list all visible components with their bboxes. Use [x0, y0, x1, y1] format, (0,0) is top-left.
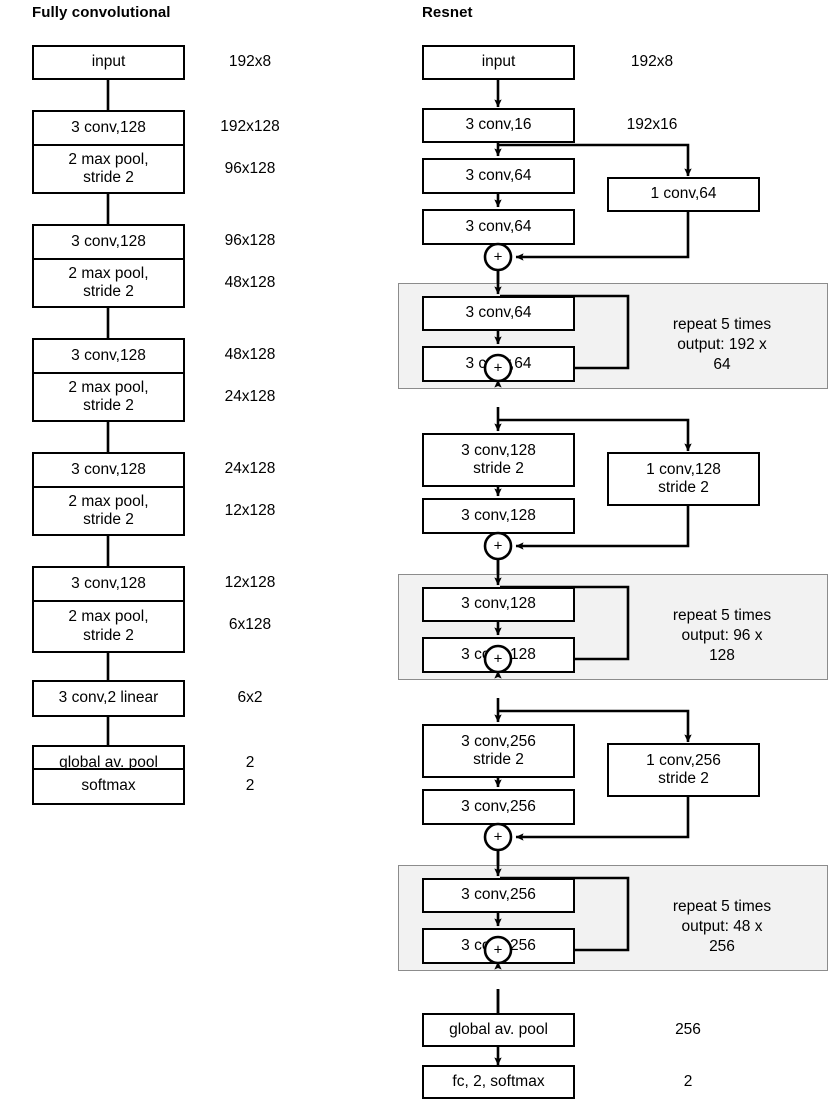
dim-fc-pool3: 24x128	[224, 388, 276, 405]
dim-fc-pool5: 6x128	[228, 616, 272, 633]
node-rn-conv128[interactable]: 3 conv,128	[422, 498, 575, 534]
node-rn-gap[interactable]: global av. pool	[422, 1013, 575, 1047]
dim-fc-conv3: 48x128	[224, 346, 276, 363]
node-rn-conv256-stride2[interactable]: 3 conv,256 stride 2	[422, 724, 575, 778]
node-rn-skip-conv64[interactable]: 1 conv,64	[607, 177, 760, 212]
node-fc-pool3[interactable]: 2 max pool, stride 2	[32, 373, 185, 422]
dim-fc-conv1: 192x128	[220, 118, 280, 135]
node-rn-conv64b[interactable]: 3 conv,64	[422, 209, 575, 245]
node-fc-conv5[interactable]: 3 conv,128	[32, 566, 185, 601]
node-rn-repeat1-conv1[interactable]: 3 conv,64	[422, 296, 575, 331]
dim-rn-gap: 256	[675, 1021, 701, 1038]
node-rn-repeat3-conv2[interactable]: 3 conv,256	[422, 928, 575, 964]
column-title-resnet: Resnet	[422, 4, 473, 21]
node-rn-skip-conv128[interactable]: 1 conv,128 stride 2	[607, 452, 760, 506]
column-title-fully-convolutional: Fully convolutional	[32, 4, 171, 21]
node-rn-repeat2-conv2[interactable]: 3 conv,128	[422, 637, 575, 673]
node-rn-conv256[interactable]: 3 conv,256	[422, 789, 575, 825]
dim-fc-softmax: 2	[245, 777, 255, 794]
repeat-block-3-note: repeat 5 times output: 48 x 256	[672, 898, 772, 955]
node-rn-repeat3-conv1[interactable]: 3 conv,256	[422, 878, 575, 913]
node-rn-input[interactable]: input	[422, 45, 575, 80]
node-fc-pool5[interactable]: 2 max pool, stride 2	[32, 601, 185, 653]
dim-fc-conv4: 24x128	[224, 460, 276, 477]
node-fc-conv2[interactable]: 3 conv,128	[32, 224, 185, 259]
repeat-block-1-note: repeat 5 times output: 192 x 64	[672, 316, 772, 373]
dim-fc-conv2: 96x128	[224, 232, 276, 249]
node-rn-conv64a[interactable]: 3 conv,64	[422, 158, 575, 194]
node-fc-pool2[interactable]: 2 max pool, stride 2	[32, 259, 185, 308]
node-fc-conv3[interactable]: 3 conv,128	[32, 338, 185, 373]
node-rn-repeat2-conv1[interactable]: 3 conv,128	[422, 587, 575, 622]
dim-fc-pool2: 48x128	[224, 274, 276, 291]
node-rn-skip-conv256[interactable]: 1 conv,256 stride 2	[607, 743, 760, 797]
dim-fc-conv5: 12x128	[224, 574, 276, 591]
dim-rn-conv16: 192x16	[626, 116, 678, 133]
dim-fc-gap: 2	[245, 754, 255, 771]
dim-fc-pool4: 12x128	[224, 502, 276, 519]
node-fc-conv1[interactable]: 3 conv,128	[32, 110, 185, 145]
node-rn-fc-softmax[interactable]: fc, 2, softmax	[422, 1065, 575, 1099]
dim-fc-input: 192x8	[228, 53, 272, 70]
node-fc-softmax[interactable]: softmax	[32, 768, 185, 805]
node-fc-pool1[interactable]: 2 max pool, stride 2	[32, 145, 185, 194]
repeat-block-2-note: repeat 5 times output: 96 x 128	[672, 607, 772, 664]
node-rn-conv128-stride2[interactable]: 3 conv,128 stride 2	[422, 433, 575, 487]
dim-rn-fc: 2	[683, 1073, 693, 1090]
node-fc-conv4[interactable]: 3 conv,128	[32, 452, 185, 487]
node-fc-pool4[interactable]: 2 max pool, stride 2	[32, 487, 185, 536]
node-fc-conv6[interactable]: 3 conv,2 linear	[32, 680, 185, 717]
node-rn-conv16[interactable]: 3 conv,16	[422, 108, 575, 143]
dim-fc-conv6: 6x2	[237, 689, 263, 706]
dim-fc-pool1: 96x128	[224, 160, 276, 177]
node-rn-repeat1-conv2[interactable]: 3 conv,64	[422, 346, 575, 382]
node-fc-input[interactable]: input	[32, 45, 185, 80]
dim-rn-input: 192x8	[630, 53, 674, 70]
